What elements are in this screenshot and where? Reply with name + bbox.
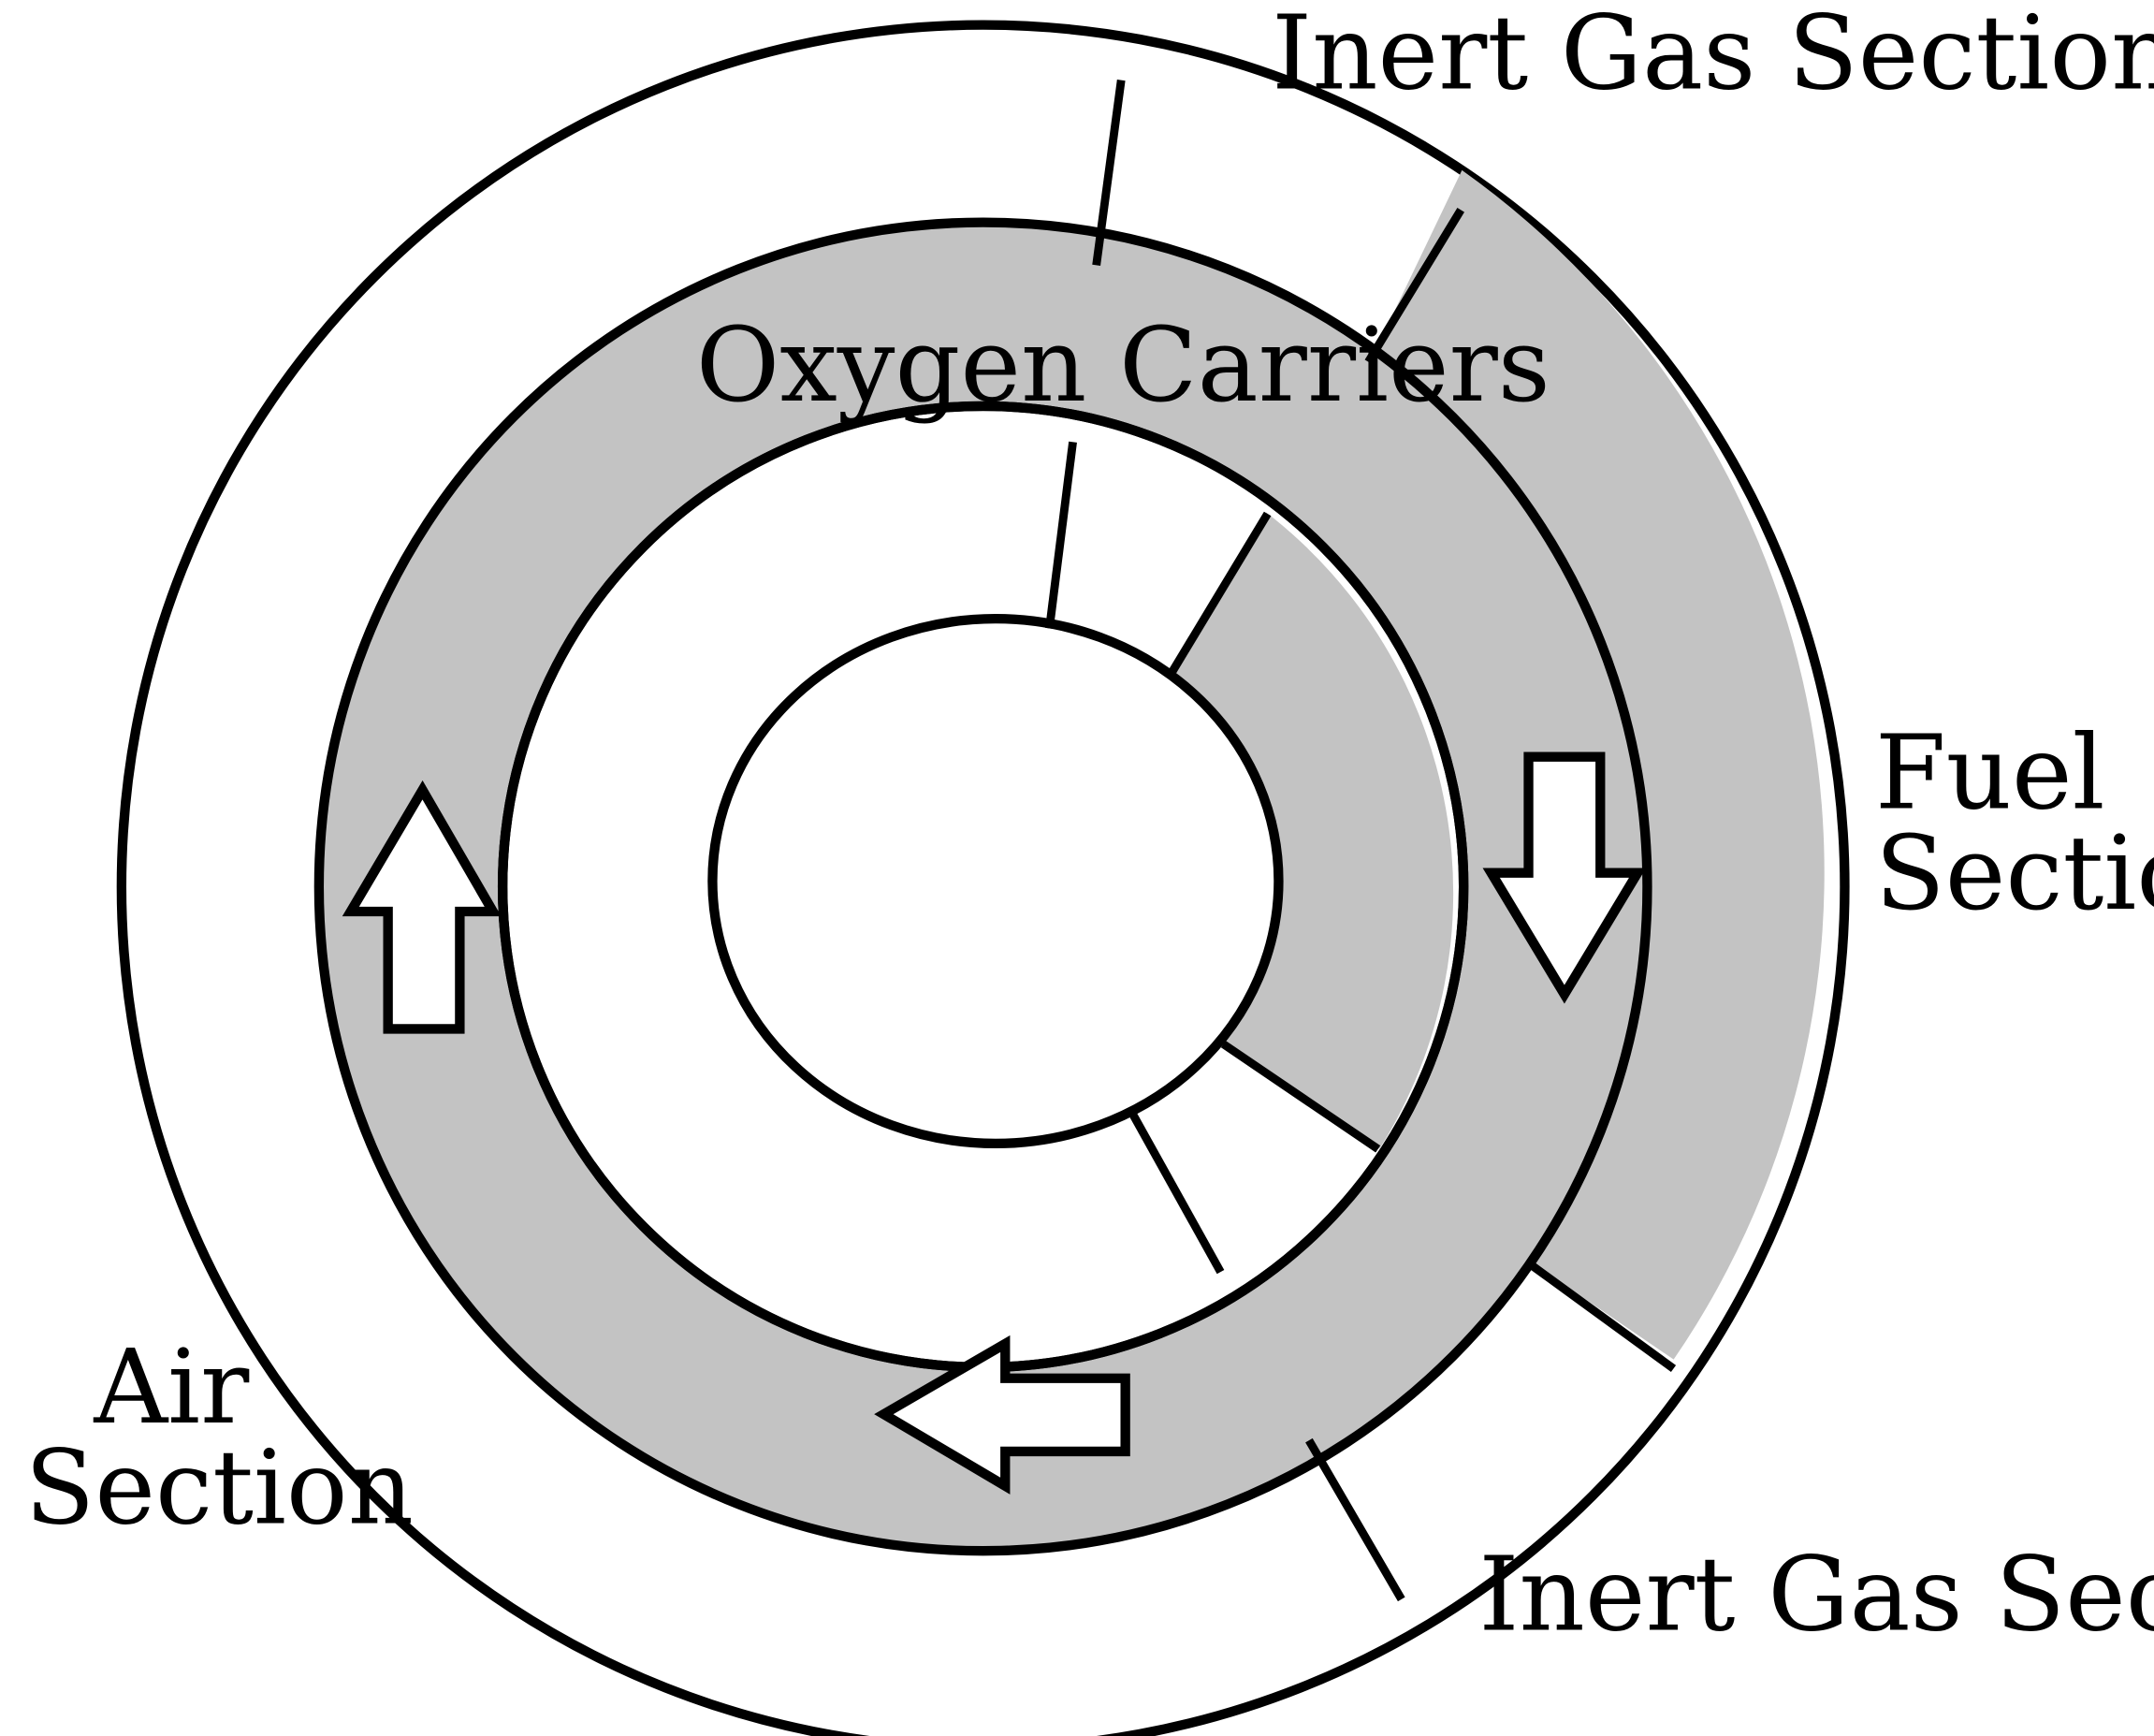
divider-inner-inert-fuel-top	[1167, 511, 1272, 677]
arrow-up-icon	[342, 780, 502, 1034]
divider-inner-air-inert-top	[1045, 441, 1077, 630]
label-inert-gas-bottom: Inert Gas Section	[1478, 1535, 2154, 1654]
label-oxygen-carriers: Oxygen Carriers	[696, 306, 1550, 425]
fuel-section-inner-sector	[1172, 512, 1454, 1149]
divider-outer-fuel-inert-bottom	[1528, 1262, 1677, 1372]
center-core	[707, 613, 1284, 1149]
label-inert-gas-top: Inert Gas Section	[1272, 0, 2154, 113]
label-fuel-line2: Section	[1875, 814, 2154, 933]
divider-outer-inert-air-bottom	[1305, 1437, 1405, 1602]
label-air-line2: Section	[25, 1429, 414, 1548]
arrow-left-icon	[874, 1335, 1130, 1495]
divider-inner-inert-air-bottom	[1128, 1111, 1225, 1275]
label-fuel-line1: Fuel	[1875, 713, 2105, 832]
fuel-section-outer-sector	[1371, 169, 1825, 1360]
label-air-line1: Air	[93, 1328, 250, 1447]
arrow-down-icon	[1482, 751, 1647, 1004]
divider-outer-inert-fuel-top	[1364, 208, 1465, 364]
divider-inner-fuel-inert-bottom	[1220, 1040, 1381, 1153]
divider-outer-air-inert-top	[1092, 80, 1126, 266]
